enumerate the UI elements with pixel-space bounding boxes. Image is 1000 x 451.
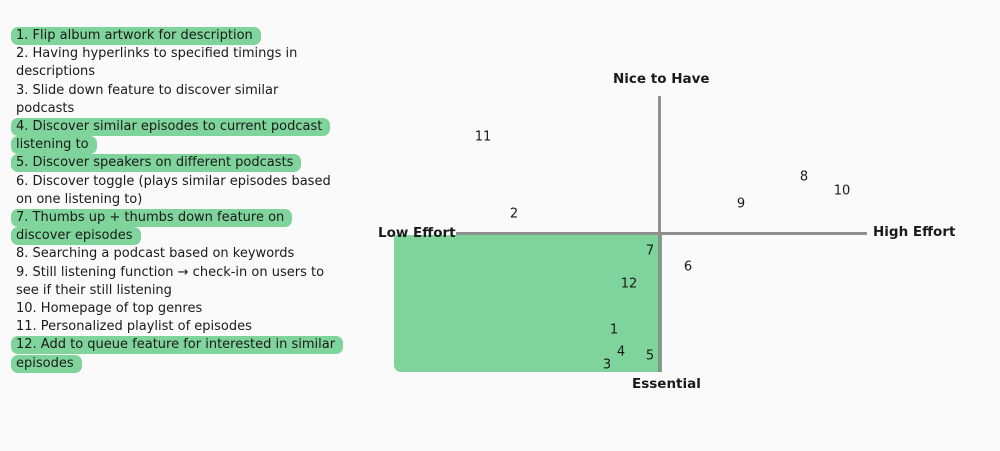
axis-label-left: Low Effort xyxy=(378,225,456,241)
list-item: 6. Discover toggle (plays similar episod… xyxy=(16,173,331,207)
list-item: 2. Having hyperlinks to specified timing… xyxy=(16,46,298,80)
matrix-point: 10 xyxy=(833,183,851,199)
matrix-point: 2 xyxy=(509,206,519,222)
matrix-point: 7 xyxy=(645,243,655,259)
matrix-point: 11 xyxy=(474,129,492,145)
axis-label-bottom: Essential xyxy=(632,376,701,392)
matrix-point: 1 xyxy=(609,322,619,338)
matrix-point: 4 xyxy=(616,344,626,360)
axis-label-right: High Effort xyxy=(873,224,956,240)
axis-label-top: Nice to Have xyxy=(613,71,710,87)
list-item: 5. Discover speakers on different podcas… xyxy=(10,154,345,173)
matrix-point: 9 xyxy=(736,196,746,212)
matrix-point: 6 xyxy=(683,259,693,275)
list-item: 8. Searching a podcast based on keywords xyxy=(16,246,295,262)
list-item: 12. Add to queue feature for interested … xyxy=(10,336,345,373)
matrix-point: 5 xyxy=(645,348,655,364)
feature-list: 1. Flip album artwork for description 2.… xyxy=(10,27,345,373)
list-item: 9. Still listening function → check-in o… xyxy=(16,264,325,298)
horizontal-axis xyxy=(456,232,867,235)
list-item: 4. Discover similar episodes to current … xyxy=(10,118,345,155)
list-item: 11. Personalized playlist of episodes xyxy=(16,319,252,335)
essential-low-effort-quadrant xyxy=(394,235,660,372)
matrix-point: 8 xyxy=(799,169,809,185)
matrix-point: 3 xyxy=(602,357,612,373)
list-item: 1. Flip album artwork for description xyxy=(10,27,345,45)
list-item: 3. Slide down feature to discover simila… xyxy=(16,82,279,116)
list-item: 7. Thumbs up + thumbs down feature on di… xyxy=(10,209,345,246)
list-item: 10. Homepage of top genres xyxy=(16,301,203,317)
matrix-point: 12 xyxy=(620,276,638,292)
